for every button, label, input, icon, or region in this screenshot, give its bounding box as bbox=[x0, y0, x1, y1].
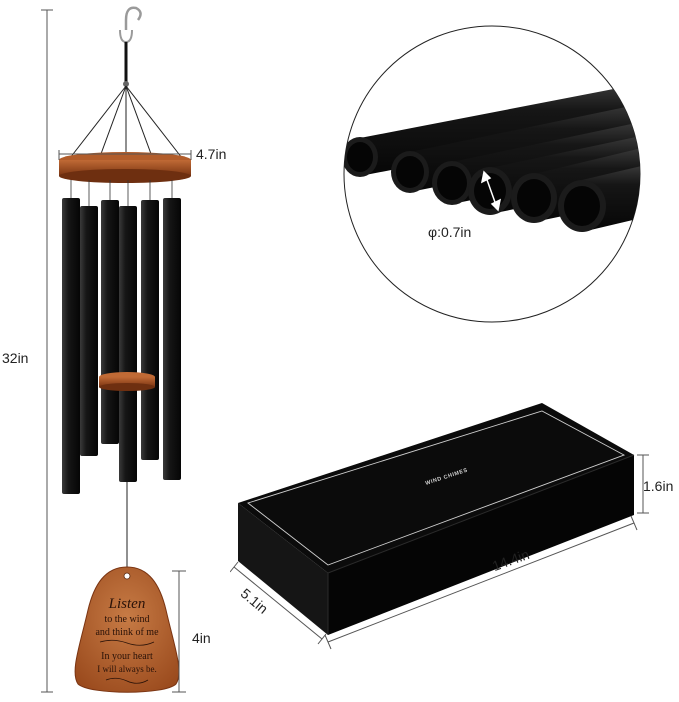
chime-tube bbox=[80, 206, 98, 456]
tube-cross-sections bbox=[344, 82, 640, 232]
height-dimension-line bbox=[41, 9, 53, 693]
chime-tube bbox=[62, 198, 80, 494]
tube-diameter-label: φ:0.7in bbox=[428, 224, 472, 240]
height-label: 32in bbox=[2, 350, 29, 366]
plaque-text-line1: Listen bbox=[108, 596, 146, 612]
box-right-face bbox=[328, 455, 634, 635]
box-height-dimension-line bbox=[637, 454, 649, 514]
plaque-text-line3: and think of me bbox=[95, 627, 159, 638]
tube-opening bbox=[391, 151, 429, 193]
tube-strings bbox=[70, 180, 173, 206]
tube-opening bbox=[432, 161, 472, 205]
plaque-flourish-icon bbox=[105, 677, 149, 684]
plaque-text-line5: I will always be. bbox=[97, 664, 156, 674]
suspension-strings bbox=[69, 85, 183, 164]
plaque-text-line4: In your heart bbox=[101, 651, 153, 662]
cord-ring bbox=[123, 81, 129, 87]
chime-tube bbox=[101, 200, 119, 444]
plaque-height-dimension-line bbox=[172, 570, 186, 693]
chime-tube bbox=[119, 206, 137, 482]
plaque-text-line2: to the wind bbox=[105, 614, 150, 625]
tube-closeup-circle bbox=[343, 25, 641, 323]
top-width-dimension-line bbox=[58, 150, 192, 160]
chime-tubes bbox=[62, 198, 181, 494]
plaque-height-label: 4in bbox=[192, 630, 211, 646]
box-left-face bbox=[238, 503, 328, 635]
box-length-dimension-line bbox=[324, 515, 638, 650]
top-wood-disk bbox=[59, 152, 191, 183]
hanging-hook bbox=[119, 6, 142, 44]
wind-sail-plaque bbox=[74, 566, 180, 693]
striker-disk bbox=[99, 372, 155, 391]
tube-opening bbox=[344, 137, 378, 177]
tube-opening bbox=[558, 180, 606, 232]
box-top-face bbox=[238, 403, 634, 573]
box-width-dimension-line bbox=[230, 561, 327, 645]
box-height-label: 1.6in bbox=[643, 478, 674, 494]
gift-box-illustration: WIND CHIMES bbox=[230, 403, 649, 650]
diameter-arrow-icon bbox=[480, 170, 502, 212]
chime-tube bbox=[163, 198, 181, 480]
plaque-flourish-icon bbox=[99, 639, 155, 646]
chime-tube bbox=[141, 200, 159, 460]
tube-opening bbox=[468, 167, 512, 215]
tube-opening bbox=[511, 173, 557, 223]
top-width-label: 4.7in bbox=[196, 146, 227, 162]
